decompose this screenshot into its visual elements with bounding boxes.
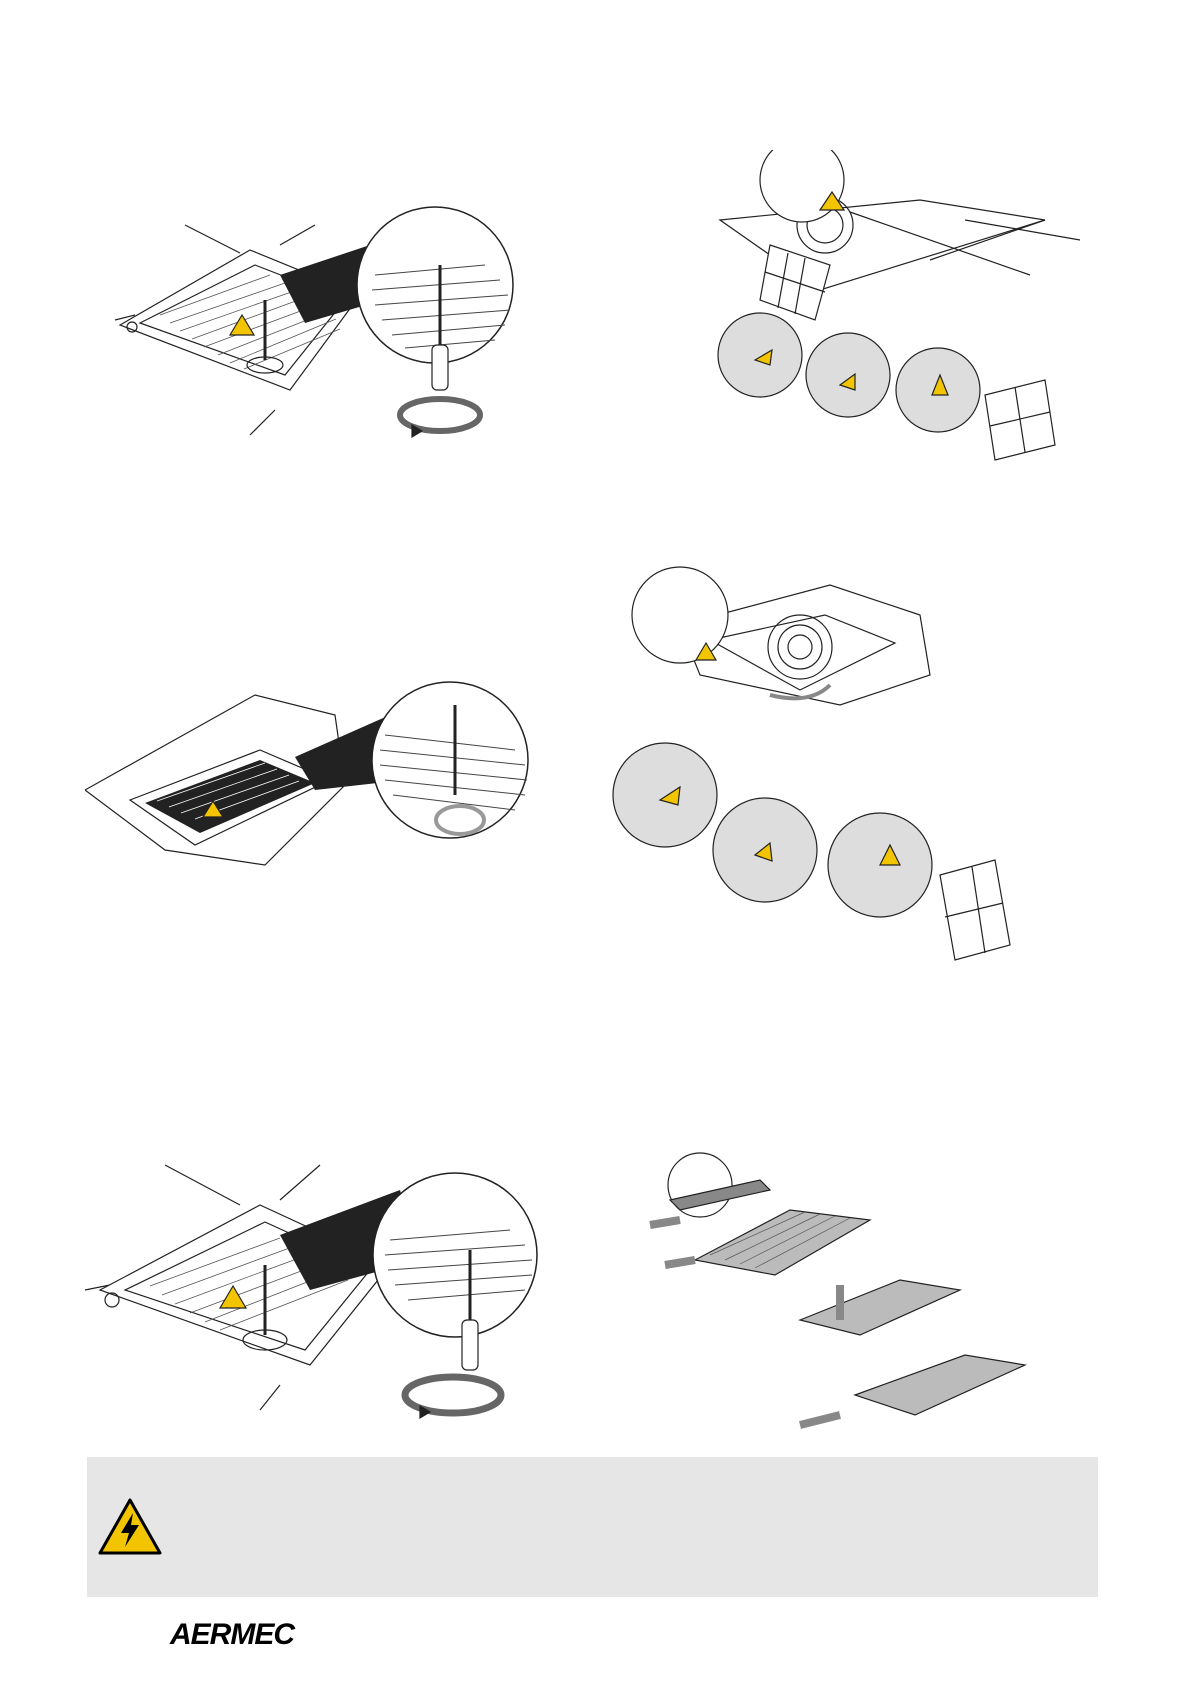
figure-grille-screw-1	[100, 205, 520, 450]
figure-grille-screw-3	[80, 1160, 550, 1425]
warning-band	[87, 1457, 1098, 1597]
electrical-hazard-icon	[97, 1497, 163, 1557]
figure-filter-unhook-1	[700, 150, 1100, 490]
figure-grille-screw-2	[85, 665, 565, 915]
figure-filter-unhook-2	[600, 565, 1060, 975]
brand-logo: AERMEC	[170, 1618, 294, 1652]
figure-filter-layers	[640, 1150, 1060, 1450]
